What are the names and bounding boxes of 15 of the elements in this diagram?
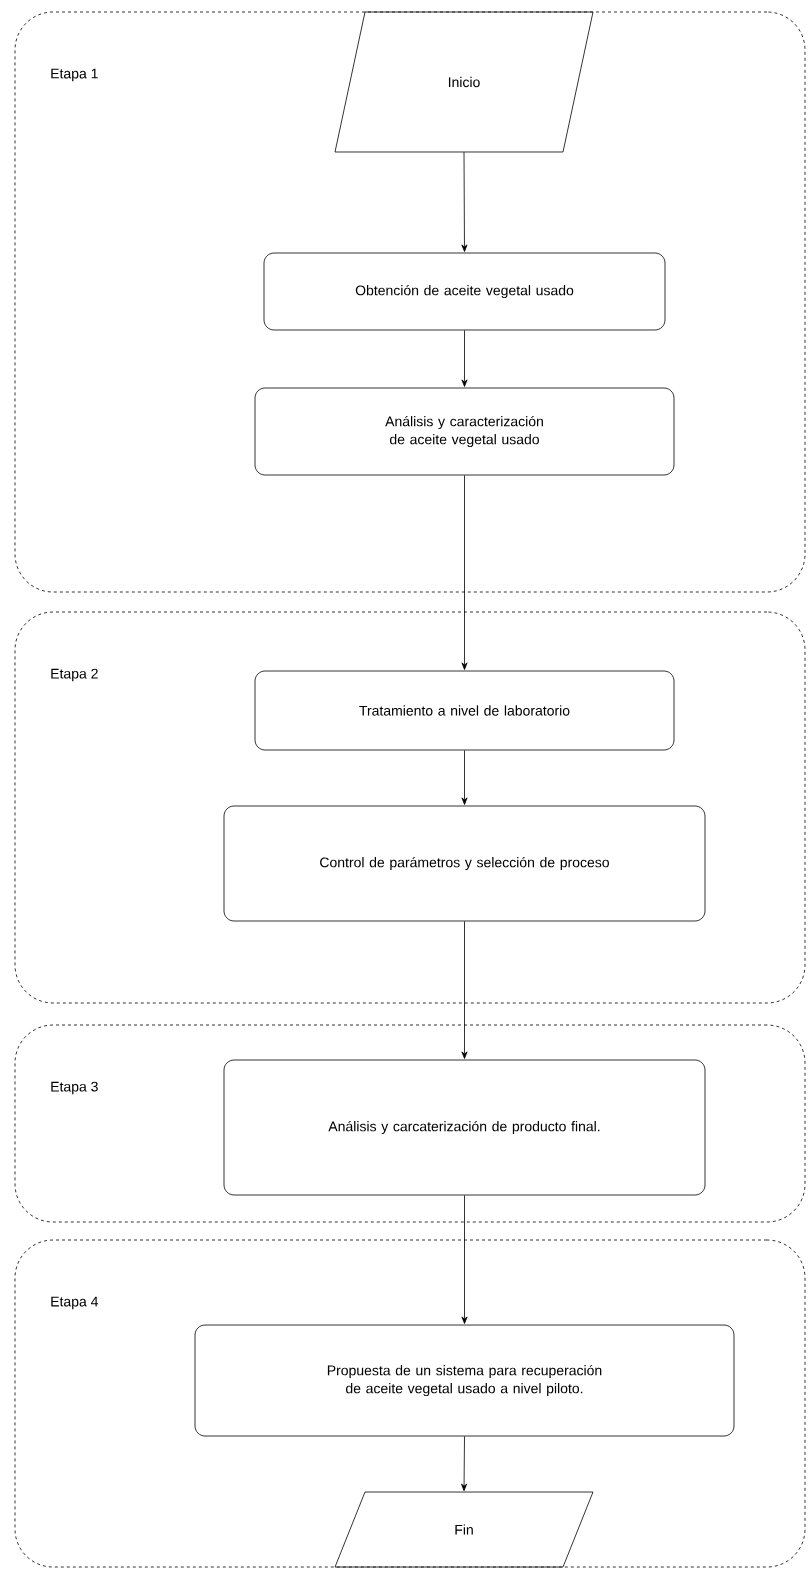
- arrow: [461, 1195, 468, 1324]
- arrow: [461, 750, 468, 805]
- process-box: Propuesta de un sistema para recuperación de aceite vegetal usado a nivel piloto.: [194, 1324, 735, 1437]
- process-box: Análisis y caracterización de aceite vegetal usado: [254, 387, 675, 476]
- arrow: [461, 151, 468, 252]
- arrow: [461, 330, 468, 387]
- arrow: [461, 475, 468, 670]
- process-box: Obtención de aceite vegetal usado: [263, 252, 666, 331]
- process-box: Análisis y carcaterización de producto final.: [223, 1059, 706, 1196]
- terminal-parallelogram: Fin: [334, 1491, 594, 1568]
- process-box: Tratamiento a nivel de laboratorio: [254, 670, 675, 751]
- arrow: [461, 921, 468, 1059]
- arrow: [461, 1436, 468, 1492]
- terminal-parallelogram: Inicio: [334, 11, 594, 153]
- process-box: Control de parámetros y selección de proceso: [223, 805, 706, 922]
